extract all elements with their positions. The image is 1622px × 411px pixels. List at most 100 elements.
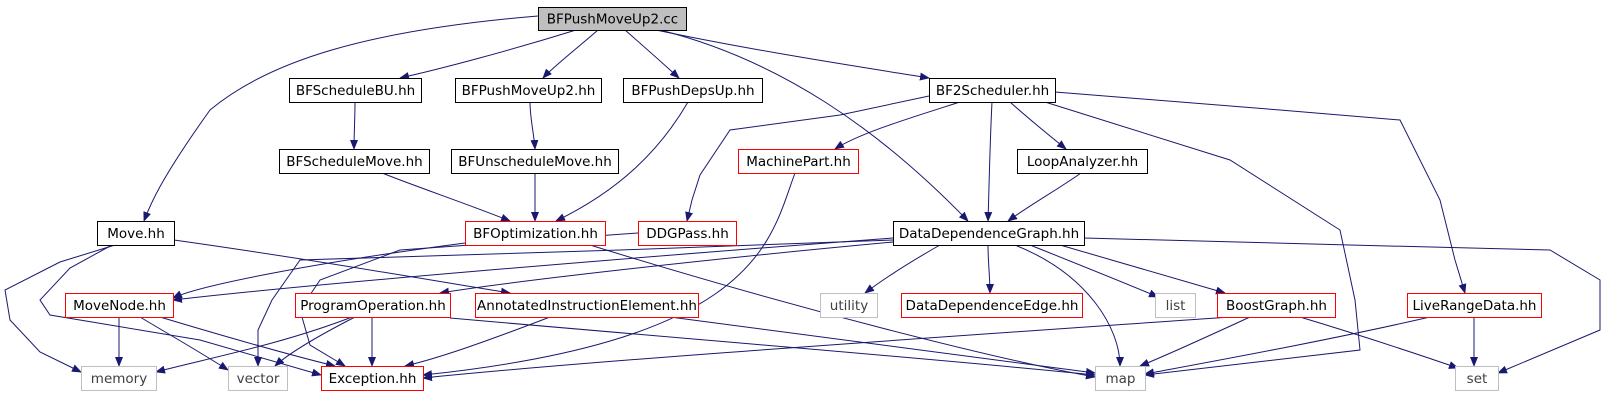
edge-bf2scheduler-to-loopanalyzer xyxy=(1009,101,1067,150)
node-ddedge[interactable]: DataDependenceEdge.hh xyxy=(901,293,1083,318)
node-ddg[interactable]: DataDependenceGraph.hh xyxy=(893,221,1085,246)
edge-root-to-bfschedulebu xyxy=(399,29,577,80)
node-loopanalyzer[interactable]: LoopAnalyzer.hh xyxy=(1017,149,1148,174)
node-liverangedata[interactable]: LiveRangeData.hh xyxy=(1407,293,1542,318)
edge-ddg-to-vector xyxy=(254,239,894,367)
node-label-bfunschedulemove: BFUnscheduleMove.hh xyxy=(458,154,612,170)
edge-movenode-to-exception xyxy=(159,316,336,368)
node-box-bfunschedulemove xyxy=(451,149,619,174)
node-set: set xyxy=(1455,366,1499,391)
edge-movenode-to-vector xyxy=(139,316,229,371)
node-memory: memory xyxy=(81,366,157,391)
node-boostgraph[interactable]: BoostGraph.hh xyxy=(1217,293,1336,318)
node-box-move xyxy=(97,221,175,246)
edge-bfpushdepsup-to-bfoptimization xyxy=(555,101,689,222)
edge-move-to-memory xyxy=(4,244,116,373)
edge-programoperation-to-vector xyxy=(274,316,356,367)
node-label-programoperation: ProgramOperation.hh xyxy=(300,298,446,314)
edge-move-to-exception xyxy=(39,244,322,377)
node-utility: utility xyxy=(820,293,878,318)
node-label-list: list xyxy=(1166,298,1186,314)
node-exception[interactable]: Exception.hh xyxy=(321,366,424,391)
node-box-ddg xyxy=(893,221,1085,246)
node-box-bfpushdepsup xyxy=(623,78,763,103)
edge-ddg-to-boostgraph xyxy=(1059,244,1226,295)
edge-root-to-ddg xyxy=(659,29,969,222)
edge-loopanalyzer-to-ddg xyxy=(1007,172,1082,222)
node-bf2scheduler[interactable]: BF2Scheduler.hh xyxy=(929,78,1056,103)
edge-bf2scheduler-to-ddg xyxy=(984,101,993,222)
edge-bfschedulemove-to-bfoptimization xyxy=(381,172,511,222)
node-label-bfschedulebu: BFScheduleBU.hh xyxy=(296,83,415,99)
node-label-liverangedata: LiveRangeData.hh xyxy=(1413,298,1537,314)
edge-bf2scheduler-to-ddgpass xyxy=(685,95,930,222)
node-label-exception: Exception.hh xyxy=(329,371,417,387)
edge-boostgraph-to-map xyxy=(1139,316,1251,367)
edge-annotated-to-map xyxy=(669,316,1096,376)
node-box-boostgraph xyxy=(1217,293,1336,318)
node-label-bfoptimization: BFOptimization.hh xyxy=(473,226,598,242)
node-map: map xyxy=(1095,366,1146,391)
edge-bfoptimization-to-movenode xyxy=(172,242,466,299)
node-bfschedulemove[interactable]: BFScheduleMove.hh xyxy=(279,149,430,174)
node-label-bfschedulemove: BFScheduleMove.hh xyxy=(286,154,422,170)
edge-programoperation-to-map xyxy=(449,317,1096,379)
node-label-bf2scheduler: BF2Scheduler.hh xyxy=(936,83,1049,99)
edge-annotated-to-exception xyxy=(404,316,551,368)
node-annotated[interactable]: AnnotatedInstructionElement.hh xyxy=(475,293,699,318)
edge-programoperation-to-memory xyxy=(155,316,353,374)
edge-ddg-to-ddedge xyxy=(985,244,994,294)
edge-bfoptimization-to-map xyxy=(589,244,1096,380)
node-root[interactable]: BFPushMoveUp2.cc xyxy=(538,7,687,31)
node-box-exception xyxy=(321,366,424,391)
node-box-programoperation xyxy=(295,293,451,318)
node-label-loopanalyzer: LoopAnalyzer.hh xyxy=(1027,154,1138,170)
node-box-machinepart xyxy=(738,149,859,174)
node-bfpushmoveup2[interactable]: BFPushMoveUp2.hh xyxy=(455,78,602,103)
edge-ddg-to-list xyxy=(1029,244,1159,298)
node-move[interactable]: Move.hh xyxy=(97,221,175,246)
node-bfschedulebu[interactable]: BFScheduleBU.hh xyxy=(289,78,422,103)
node-programoperation[interactable]: ProgramOperation.hh xyxy=(295,293,451,318)
node-label-utility: utility xyxy=(830,298,868,314)
edge-bfschedulebu-to-bfschedulemove xyxy=(350,101,359,150)
node-label-bfpushdepsup: BFPushDepsUp.hh xyxy=(631,83,754,99)
node-machinepart[interactable]: MachinePart.hh xyxy=(738,149,859,174)
edge-ddg-to-utility xyxy=(864,244,941,294)
edge-root-to-move xyxy=(143,15,539,222)
node-box-map xyxy=(1095,366,1146,391)
node-label-root: BFPushMoveUp2.cc xyxy=(547,12,678,28)
node-bfpushdepsup[interactable]: BFPushDepsUp.hh xyxy=(623,78,763,103)
node-label-set: set xyxy=(1467,371,1488,387)
node-box-bfoptimization xyxy=(465,221,606,246)
node-label-movenode: MoveNode.hh xyxy=(73,298,166,314)
edge-boostgraph-to-set xyxy=(1299,316,1459,369)
node-label-machinepart: MachinePart.hh xyxy=(746,154,851,170)
edge-boostgraph-to-exception xyxy=(422,316,1231,382)
node-ddgpass[interactable]: DDGPass.hh xyxy=(638,221,737,246)
node-box-ddedge xyxy=(901,293,1083,318)
node-box-list xyxy=(1155,293,1196,318)
node-label-move: Move.hh xyxy=(107,226,165,242)
node-box-annotated xyxy=(475,293,699,318)
edge-ddg-to-map xyxy=(1014,244,1124,367)
node-label-ddedge: DataDependenceEdge.hh xyxy=(906,298,1079,314)
node-label-ddg: DataDependenceGraph.hh xyxy=(899,226,1079,242)
node-box-loopanalyzer xyxy=(1017,149,1148,174)
edge-ddg-to-programoperation xyxy=(439,241,894,296)
node-box-ddgpass xyxy=(638,221,737,246)
edge-ddg-to-set xyxy=(1083,237,1601,374)
edge-bf2scheduler-to-map xyxy=(1044,101,1361,378)
node-movenode[interactable]: MoveNode.hh xyxy=(65,293,174,318)
node-label-vector: vector xyxy=(237,371,280,387)
edge-bf2scheduler-to-machinepart xyxy=(834,101,961,150)
edge-root-to-bf2scheduler xyxy=(655,29,930,81)
edge-bf2scheduler-to-liverangedata xyxy=(1054,91,1467,294)
node-label-bfpushmoveup2: BFPushMoveUp2.hh xyxy=(462,83,596,99)
edge-bfpushmoveup2-to-bfunschedulemove xyxy=(529,101,539,150)
node-bfoptimization[interactable]: BFOptimization.hh xyxy=(465,221,606,246)
node-bfunschedulemove[interactable]: BFUnscheduleMove.hh xyxy=(451,149,619,174)
node-box-utility xyxy=(820,293,878,318)
node-box-root xyxy=(538,7,687,31)
